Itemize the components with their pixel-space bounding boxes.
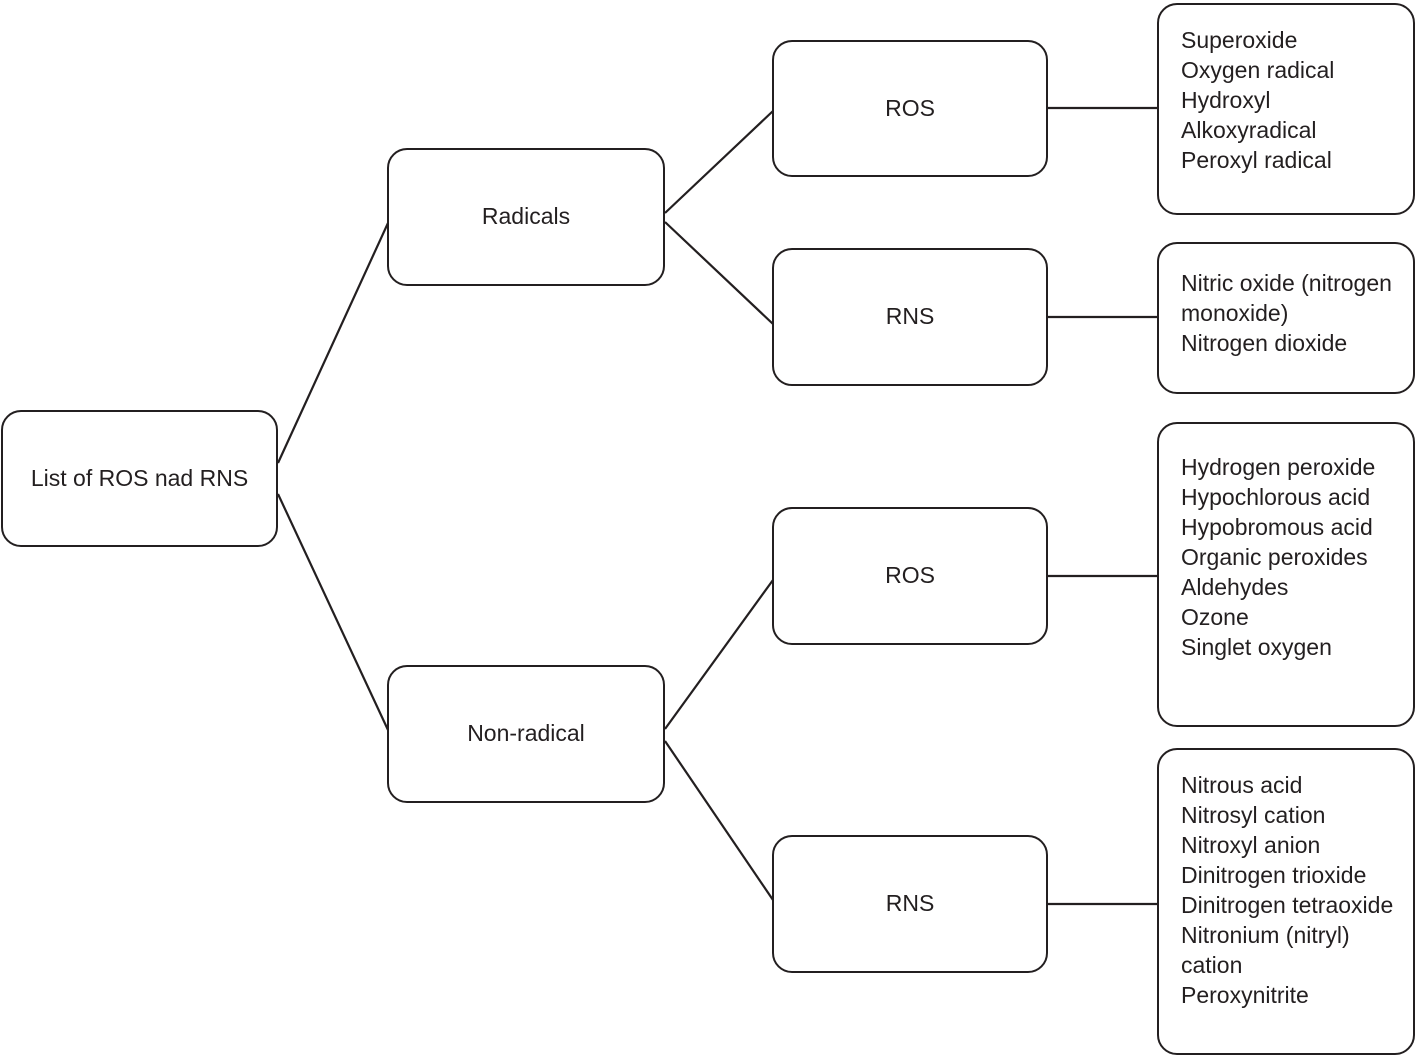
- connector-nonradical-rns: [664, 740, 774, 901]
- node-nonradical-ros: ROS: [772, 507, 1048, 645]
- node-radicals-label: Radicals: [481, 203, 571, 230]
- node-nonradical-rns: RNS: [772, 835, 1048, 973]
- node-radicals-ros-label: ROS: [885, 94, 935, 121]
- node-nonradical: Non-radical: [387, 665, 665, 803]
- node-radicals-rns: RNS: [772, 248, 1048, 386]
- leaf-list-radicals-rns: Nitric oxide (nitrogen monoxide) Nitroge…: [1157, 242, 1415, 394]
- leaf-list-radicals-ros: Superoxide Oxygen radical Hydroxyl Alkox…: [1157, 3, 1415, 215]
- connector-radicals-rns: [664, 221, 774, 325]
- connector-nonradical-ros: [664, 579, 774, 730]
- connector-root-nonradical: [277, 493, 389, 731]
- leaf-list-nonradical-ros: Hydrogen peroxide Hypochlorous acid Hypo…: [1157, 422, 1415, 727]
- connector-radicals-ros: [664, 110, 774, 214]
- leaf-list-nonradical-rns: Nitrous acid Nitrosyl cation Nitroxyl an…: [1157, 748, 1415, 1055]
- node-nonradical-label: Non-radical: [467, 720, 585, 747]
- node-root: List of ROS nad RNS: [1, 410, 278, 547]
- leaf-list-nonradical-ros-items: Hydrogen peroxide Hypochlorous acid Hypo…: [1181, 454, 1376, 660]
- connector-root-radicals: [277, 222, 389, 464]
- leaf-list-nonradical-rns-items: Nitrous acid Nitrosyl cation Nitroxyl an…: [1181, 772, 1394, 1008]
- node-nonradical-rns-label: RNS: [885, 890, 935, 917]
- leaf-list-radicals-ros-items: Superoxide Oxygen radical Hydroxyl Alkox…: [1181, 27, 1335, 173]
- node-root-label: List of ROS nad RNS: [30, 464, 249, 491]
- leaf-list-radicals-rns-items: Nitric oxide (nitrogen monoxide) Nitroge…: [1181, 270, 1392, 356]
- node-radicals-ros: ROS: [772, 40, 1048, 177]
- node-radicals: Radicals: [387, 148, 665, 286]
- node-nonradical-ros-label: ROS: [885, 562, 935, 589]
- node-radicals-rns-label: RNS: [885, 303, 935, 330]
